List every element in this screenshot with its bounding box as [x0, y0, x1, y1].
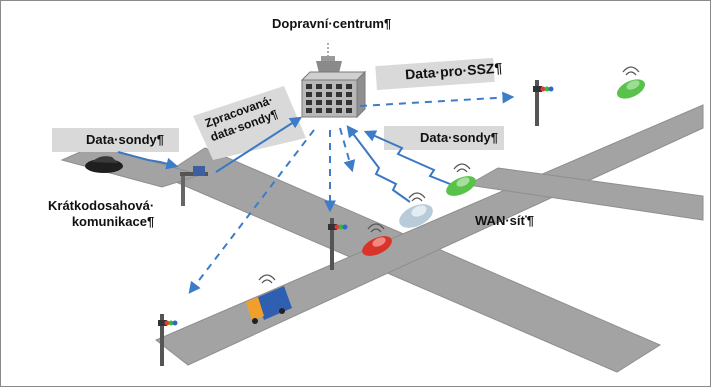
link-wan-gray-car: [346, 125, 411, 203]
building-window: [326, 92, 332, 97]
dash-to-light-center: [339, 127, 356, 173]
building-window: [346, 84, 352, 89]
building-window: [336, 100, 342, 105]
building-window: [326, 100, 332, 105]
signal-waves-icon: [258, 66, 640, 284]
building-window: [336, 108, 342, 113]
building-window: [306, 92, 312, 97]
panel-probe-right: [384, 126, 504, 150]
short-range-line1: Krátkodosahová·: [48, 198, 155, 213]
building-window: [306, 100, 312, 105]
car-icon: [446, 176, 476, 196]
building-window: [346, 108, 352, 113]
link-wan-green-car: [363, 130, 456, 187]
solid-links: [117, 116, 456, 203]
car-icon: [399, 204, 433, 228]
roadside-unit-icon: [180, 166, 208, 206]
traffic-light-icon: [328, 218, 348, 270]
traffic-light-icon: [533, 80, 554, 126]
link-rsu-to-center: [215, 116, 303, 173]
car-icon: [85, 156, 123, 173]
wan-label: WAN·síť¶: [475, 213, 534, 228]
cross-road: [155, 104, 704, 366]
probe-data-left-label: Data·sondy¶: [86, 132, 165, 147]
dashed-links: [188, 91, 515, 294]
right-road: [466, 167, 704, 221]
panel-probe-left: [52, 128, 179, 152]
building-window: [336, 84, 342, 89]
probe-data-right-label: Data·sondy¶: [420, 130, 499, 145]
car-icon: [616, 79, 646, 99]
building-window: [306, 84, 312, 89]
traffic-center-building: [300, 43, 367, 119]
panel-data-ssz: [375, 57, 495, 91]
building-window: [346, 92, 352, 97]
building-window: [336, 92, 342, 97]
building-window: [346, 100, 352, 105]
building-window: [326, 108, 332, 113]
label-panels: [52, 57, 504, 160]
panel-processed: [193, 86, 306, 160]
short-range-communication-label: Krátkodosahová· komunikace¶: [48, 198, 154, 230]
dash-to-light-left: [188, 129, 315, 294]
dash-to-ssz: [359, 91, 515, 107]
building-window: [306, 108, 312, 113]
car-icon: [362, 236, 392, 256]
building-windows: [306, 84, 352, 113]
building-window: [316, 100, 322, 105]
building-window: [316, 108, 322, 113]
truck-icon: [246, 286, 292, 324]
traffic-light-icon: [158, 314, 178, 366]
building-window: [316, 92, 322, 97]
short-range-line2: komunikace¶: [71, 214, 155, 229]
building-window: [316, 84, 322, 89]
traffic-center-label: Dopravní·centrum¶: [272, 16, 392, 31]
building-window: [326, 84, 332, 89]
link-vehicle-to-rsu: [117, 151, 179, 170]
road-network: [60, 104, 704, 373]
